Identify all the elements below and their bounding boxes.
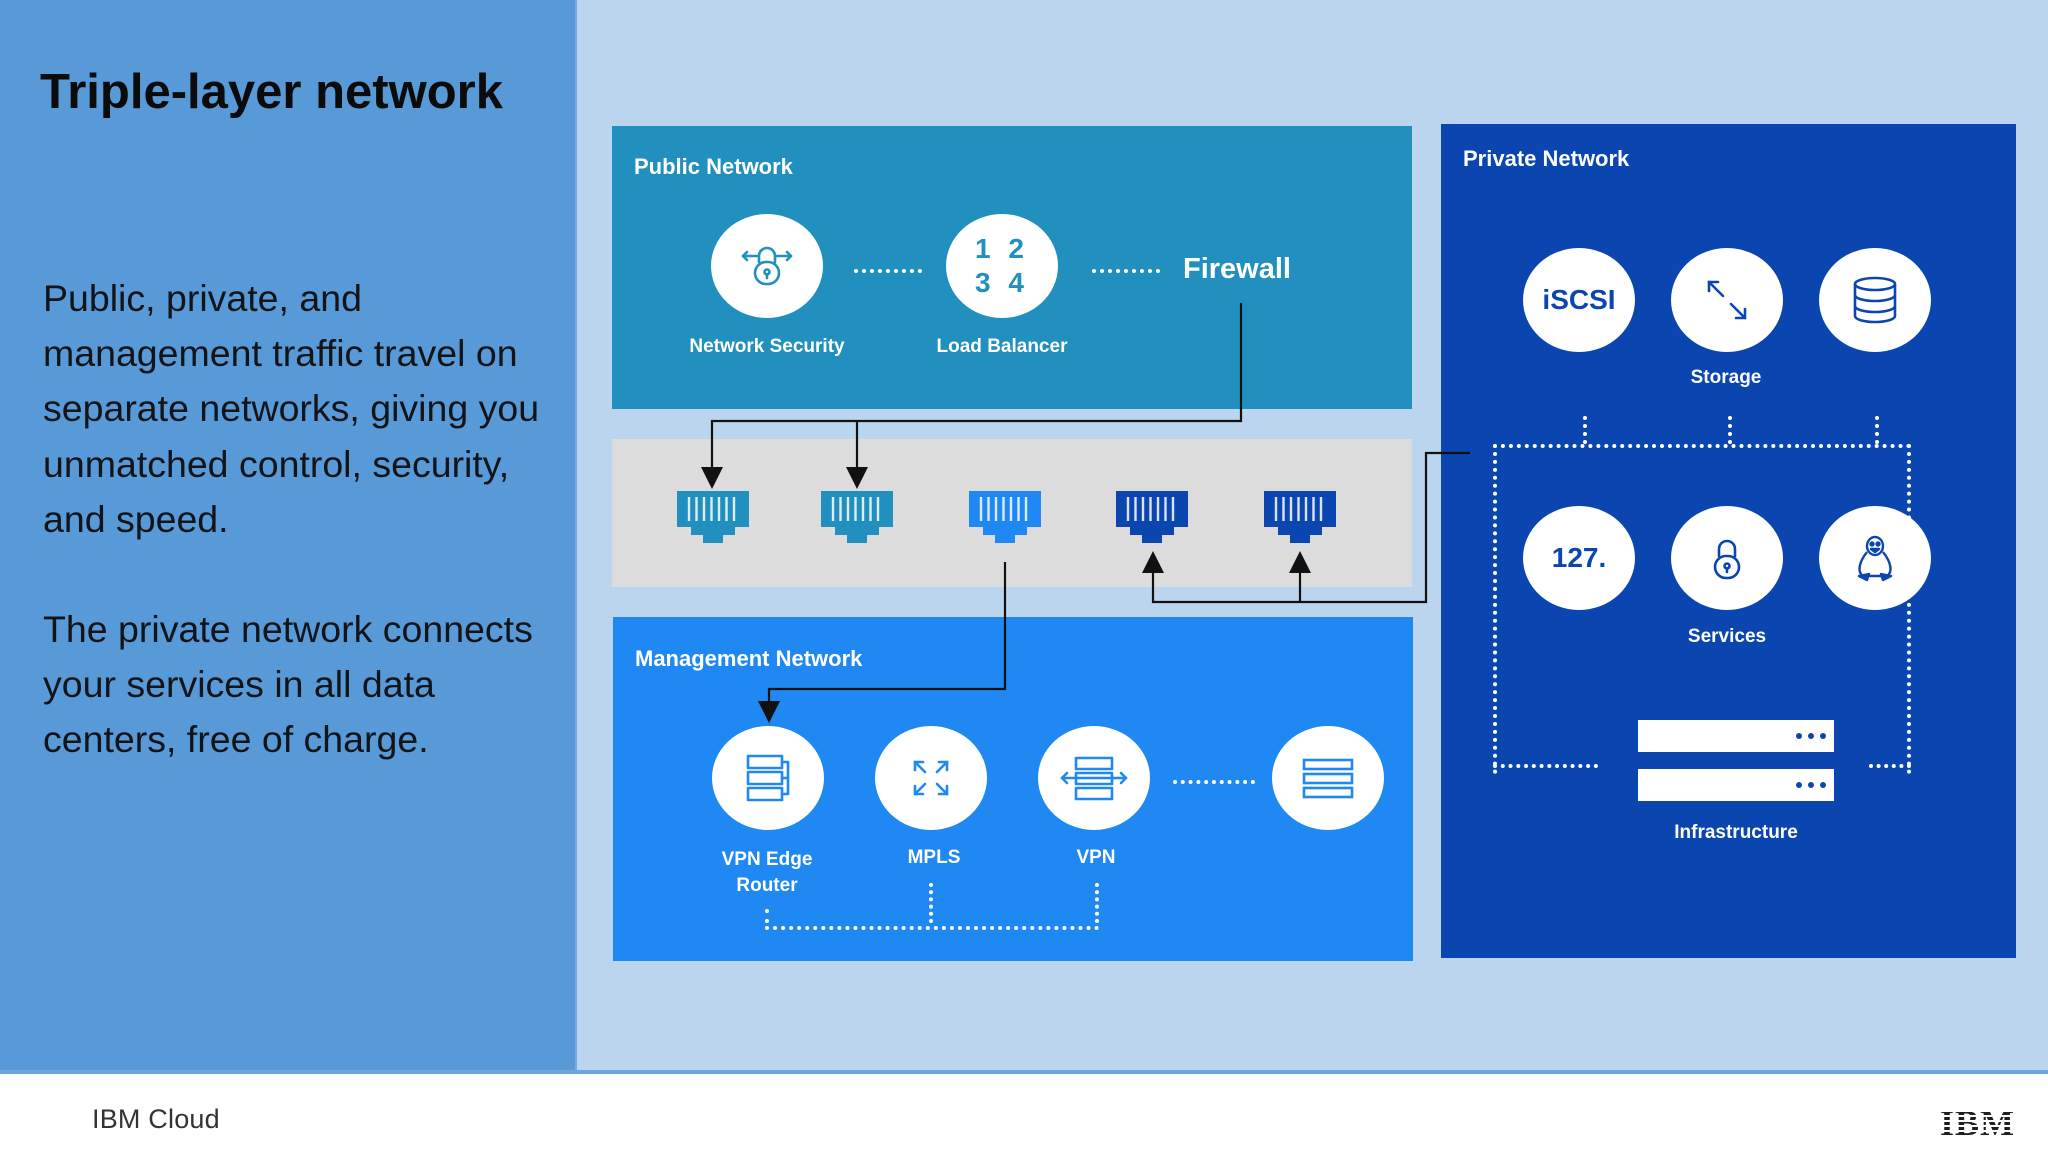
private-network-box: Private Network iSCSI Storage 127. [1441,124,2016,958]
ethernet-port-icon [969,491,1041,547]
management-network-title: Management Network [635,646,863,671]
infrastructure-label: Infrastructure [1674,822,1798,843]
linux-penguin-icon [1857,535,1893,582]
management-network-box: Management Network VPN Edge Router MPLS … [613,617,1413,961]
services-lock-node [1671,506,1783,610]
management-extra-node [1272,726,1384,830]
footer-bar: IBM Cloud IBM [0,1070,2048,1152]
database-icon [1853,276,1897,324]
private-frame-top [1493,444,1911,448]
storage-drop-3 [1875,416,1879,444]
iscsi-icon: iSCSI [1542,284,1616,315]
mgmt-bus-drop-2 [929,883,933,923]
lock-arrows-icon [741,246,793,286]
ibm-cloud-brand: IBM Cloud [92,1104,220,1134]
left-text-panel: Triple-layer network Public, private, an… [0,0,577,1070]
storage-drop-1 [1583,416,1587,444]
lock-icon [1713,539,1741,580]
server-unit-1 [1638,720,1834,752]
stacked-bars-icon [1302,758,1354,799]
public-network-box: Public Network Network Security 1 2 3 4 … [612,126,1412,409]
storage-label: Storage [1690,367,1762,388]
ibm-logo: IBM [1940,1103,2015,1143]
ethernet-port-icon [677,491,749,547]
private-network-title: Private Network [1463,146,1630,171]
private-frame-bottom-left [1493,764,1598,768]
server-transfer-icon [1060,756,1128,801]
private-frame-left [1493,444,1497,774]
vpn-node [1038,726,1150,830]
mpls-node [875,726,987,830]
load-balancer-label: Load Balancer [936,336,1068,357]
vpn-edge-router-label: VPN Edge Router [721,849,813,896]
network-security-label: Network Security [689,336,845,357]
mgmt-bus [765,926,1099,930]
intro-paragraph: Public, private, and management traffic … [43,277,540,540]
vpn-edge-router-node [712,726,824,830]
firewall-label: Firewall [1183,253,1291,285]
storage-transfer-node [1671,248,1783,352]
slide-title: Triple-layer network [40,65,503,119]
iscsi-node: iSCSI [1523,248,1635,352]
public-network-title: Public Network [634,154,793,179]
ip-address-node: 127. [1523,506,1635,610]
server-unit-2 [1638,769,1834,801]
load-balancer-node: 1 2 3 4 [946,214,1058,318]
mgmt-bus-drop-1 [765,909,769,923]
private-frame-right [1907,444,1911,774]
arrows-diagonal-icon [1707,280,1747,320]
vpn-label: VPN [1076,847,1116,868]
linux-node [1819,506,1931,610]
storage-drop-2 [1728,416,1732,444]
database-node [1819,248,1931,352]
ip-address-icon: 127. [1551,542,1607,573]
mgmt-bus-drop-3 [1095,883,1099,923]
network-security-node [711,214,823,318]
load-balancer-icon: 1 2 3 4 [975,233,1029,298]
public-dotted-link-1 [854,269,922,273]
mpls-label: MPLS [907,847,961,868]
server-stack-icon [746,754,790,802]
ethernet-port-icon [1116,491,1188,547]
services-label: Services [1687,626,1767,647]
arrows-expand-icon [913,760,949,796]
ethernet-port-icon [1264,491,1336,547]
mgmt-dotted-link [1173,780,1255,784]
ethernet-port-icon [821,491,893,547]
public-dotted-link-2 [1092,269,1160,273]
private-frame-bottom-right [1869,764,1911,768]
private-network-paragraph: The private network connects your servic… [43,608,533,761]
